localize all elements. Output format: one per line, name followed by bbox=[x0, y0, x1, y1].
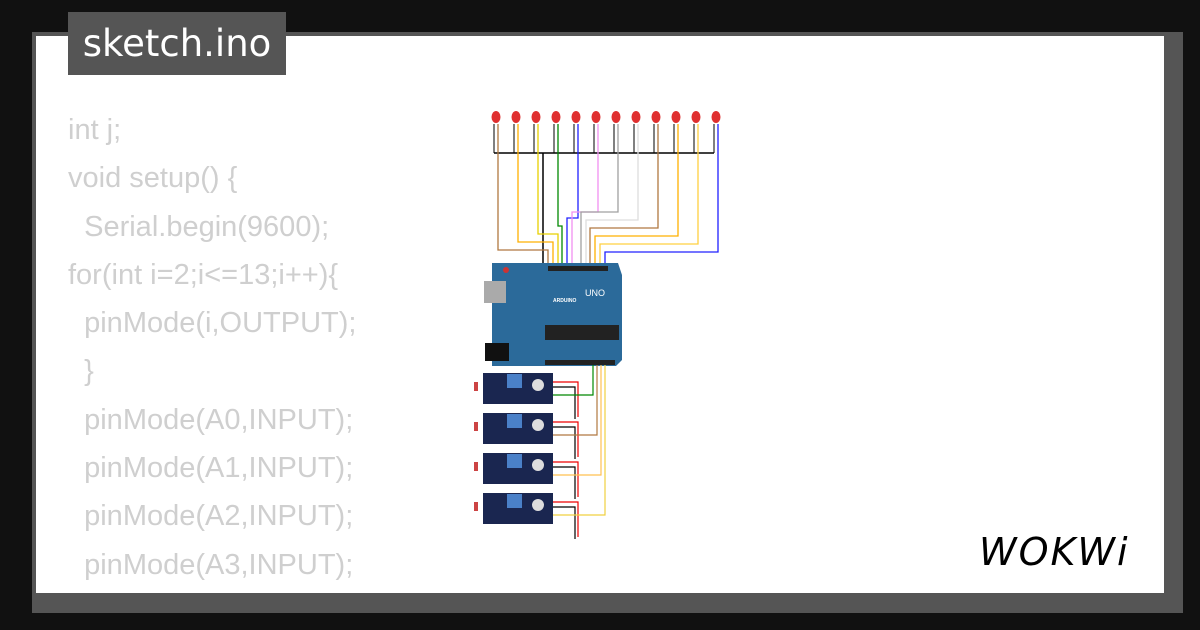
board-brand: ARDUINO bbox=[553, 298, 576, 304]
led bbox=[671, 111, 681, 123]
led bbox=[711, 111, 721, 123]
led bbox=[491, 111, 501, 123]
gnd-wire bbox=[553, 466, 576, 499]
power-jack bbox=[485, 343, 509, 361]
usb-port bbox=[484, 281, 506, 303]
board-label: UNO bbox=[585, 288, 605, 298]
potentiometer bbox=[507, 494, 522, 508]
sensor-signal-wire bbox=[553, 365, 606, 516]
ldr-lead bbox=[474, 382, 478, 391]
code-line: pinMode(A2,INPUT); bbox=[68, 500, 354, 533]
led-signal-wire bbox=[589, 124, 659, 268]
photoresistor bbox=[532, 499, 544, 511]
ldr-lead bbox=[474, 462, 478, 471]
vcc-wire bbox=[553, 421, 579, 457]
code-line: Serial.begin(9600); bbox=[68, 210, 330, 243]
led bbox=[531, 111, 541, 123]
led bbox=[611, 111, 621, 123]
led-signal-wire bbox=[604, 124, 719, 268]
digital-header bbox=[548, 266, 608, 271]
led-signal-wire bbox=[497, 124, 549, 268]
potentiometer bbox=[507, 454, 522, 468]
arduino-uno-board bbox=[492, 263, 622, 366]
led-signal-wire bbox=[580, 124, 619, 268]
led-signal-wire bbox=[585, 124, 639, 268]
analog-header bbox=[545, 360, 615, 365]
photoresistor bbox=[532, 459, 544, 471]
potentiometer bbox=[507, 374, 522, 388]
photoresistor bbox=[532, 419, 544, 431]
potentiometer bbox=[507, 414, 522, 428]
led-signal-wire bbox=[557, 124, 563, 268]
gnd-wire bbox=[553, 386, 576, 419]
gnd-wire bbox=[553, 426, 576, 459]
sensor-signal-wire bbox=[553, 365, 602, 476]
photoresistor bbox=[532, 379, 544, 391]
led-signal-wire bbox=[599, 124, 699, 268]
led bbox=[551, 111, 561, 123]
vcc-wire bbox=[553, 461, 579, 497]
vcc-wire bbox=[553, 381, 579, 417]
code-preview: int j; void setup() { Serial.begin(9600);… bbox=[68, 106, 356, 593]
wokwi-logo: WOKWi bbox=[979, 530, 1130, 574]
led bbox=[691, 111, 701, 123]
code-line: pinMode(i,OUTPUT); bbox=[68, 307, 357, 340]
led bbox=[571, 111, 581, 123]
reset-button bbox=[503, 267, 509, 273]
sensor-signal-wire bbox=[553, 365, 594, 396]
led bbox=[511, 111, 521, 123]
vcc-wire bbox=[553, 501, 579, 537]
gnd-wire bbox=[553, 506, 576, 539]
led-signal-wire bbox=[517, 124, 554, 268]
led bbox=[651, 111, 661, 123]
sensor-signal-wire bbox=[553, 365, 598, 436]
led bbox=[591, 111, 601, 123]
led-signal-wire bbox=[594, 124, 679, 268]
svg-text:WOKWi: WOKWi bbox=[979, 530, 1130, 574]
code-line: } bbox=[68, 355, 94, 388]
code-line: pinMode(A1,INPUT); bbox=[68, 452, 354, 485]
ldr-lead bbox=[474, 502, 478, 511]
led-signal-wire bbox=[537, 124, 559, 268]
code-line: pinMode(A3,INPUT); bbox=[68, 548, 354, 581]
code-line: void setup() { bbox=[68, 162, 238, 195]
file-tab[interactable]: sketch.ino bbox=[68, 12, 286, 75]
code-line: pinMode(A0,INPUT); bbox=[68, 403, 354, 436]
chip bbox=[545, 325, 619, 340]
led bbox=[631, 111, 641, 123]
code-line: for(int i=2;i<=13;i++){ bbox=[68, 258, 339, 291]
code-line: int j; bbox=[68, 114, 122, 146]
ldr-lead bbox=[474, 422, 478, 431]
